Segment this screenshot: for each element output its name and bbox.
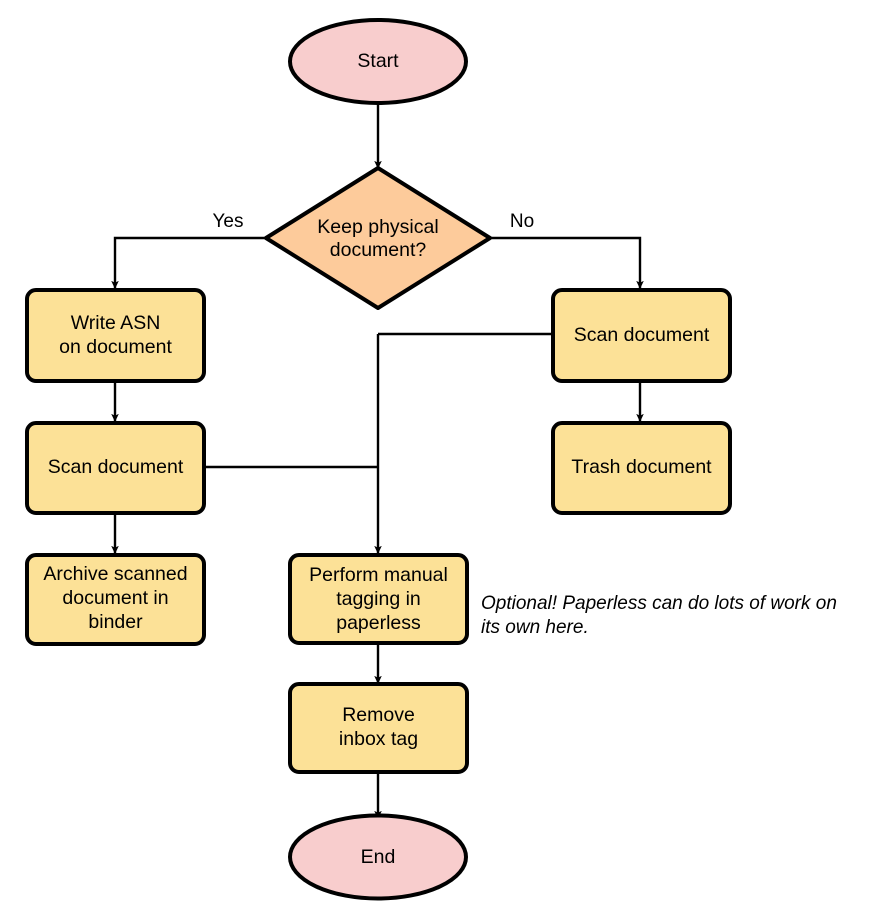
- end-ellipse: [288, 813, 468, 901]
- node-perform-manual-tagging[interactable]: Perform manual tagging in paperless: [288, 553, 469, 645]
- node-end[interactable]: End: [288, 813, 468, 901]
- optional-note-line2: its own here.: [481, 617, 589, 638]
- node-write-asn-on-document[interactable]: Write ASN on document: [25, 288, 206, 383]
- node-archive-scanned-document[interactable]: Archive scanned document in binder: [25, 553, 206, 646]
- scan-document-right-box: [551, 288, 732, 383]
- archive-box: [25, 553, 206, 646]
- archive-label-line1: Archive scanned: [43, 563, 187, 585]
- trash-document-box: [551, 421, 732, 515]
- scan-document-left-box: [25, 421, 206, 515]
- edge-decision-no-to-scan-right: [490, 236, 644, 290]
- write-asn-label-line2: on document: [59, 336, 172, 358]
- write-asn-label-line1: Write ASN: [71, 312, 161, 334]
- tagging-label-line3: paperless: [336, 612, 421, 634]
- decision-diamond: [264, 166, 492, 310]
- trash-document-label: Trash document: [571, 456, 712, 478]
- archive-label-line2: document in: [62, 587, 168, 609]
- tagging-label-line1: Perform manual: [309, 564, 448, 586]
- scan-document-right-label: Scan document: [574, 324, 710, 346]
- scan-document-left-label: Scan document: [48, 456, 184, 478]
- annotation-optional-note: Optional! Paperless can do lots of work …: [481, 593, 837, 638]
- edge-label-yes: Yes: [213, 211, 244, 232]
- edge-label-no: No: [510, 211, 534, 232]
- end-label: End: [361, 846, 396, 868]
- start-ellipse: [288, 18, 468, 105]
- remove-inbox-tag-label-line1: Remove: [342, 704, 415, 726]
- node-decision-keep-physical-document[interactable]: Keep physical document?: [264, 166, 492, 310]
- edge-decision-yes-to-write-asn: [111, 236, 266, 290]
- start-label: Start: [357, 50, 399, 72]
- decision-label-line2: document?: [330, 239, 427, 261]
- node-remove-inbox-tag[interactable]: Remove inbox tag: [288, 682, 469, 774]
- node-start[interactable]: Start: [288, 18, 468, 105]
- optional-note-line1: Optional! Paperless can do lots of work …: [481, 593, 837, 614]
- remove-inbox-tag-box: [288, 682, 469, 774]
- node-scan-document-right[interactable]: Scan document: [551, 288, 732, 383]
- archive-label-line3: binder: [88, 611, 143, 633]
- write-asn-box: [25, 288, 206, 383]
- node-trash-document[interactable]: Trash document: [551, 421, 732, 515]
- tagging-label-line2: tagging in: [336, 588, 421, 610]
- remove-inbox-tag-label-line2: inbox tag: [339, 728, 418, 750]
- decision-label-line1: Keep physical: [317, 216, 438, 238]
- tagging-box: [288, 553, 469, 645]
- edges-layer: [111, 103, 644, 820]
- node-scan-document-left[interactable]: Scan document: [25, 421, 206, 515]
